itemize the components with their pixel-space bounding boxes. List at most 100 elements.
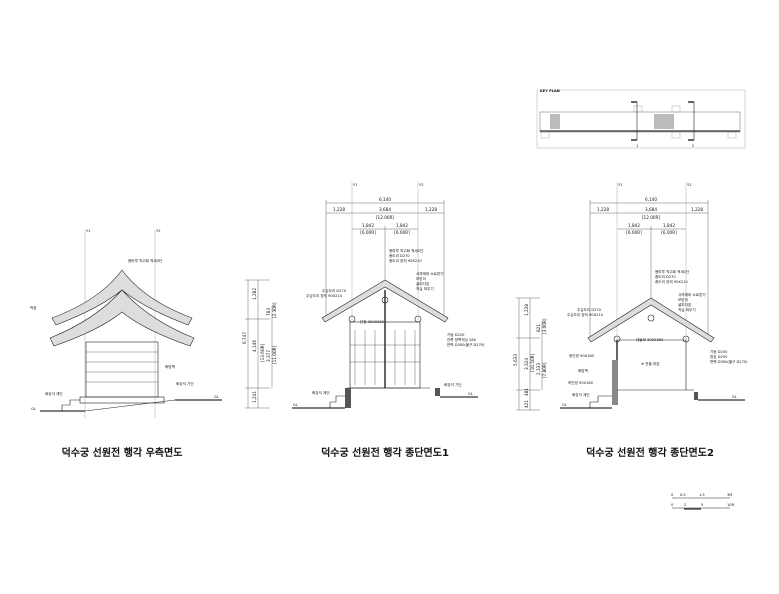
svg-text:10R: 10R: [727, 503, 735, 507]
svg-text:821: 821: [536, 324, 541, 332]
svg-text:주심도리 장혀 90X210: 주심도리 장혀 90X210: [567, 312, 604, 317]
svg-text:5,633: 5,633: [513, 354, 518, 366]
svg-text:3,684: 3,684: [645, 207, 657, 212]
svg-text:창호 D250: 창호 D250: [710, 354, 728, 359]
svg-text:화강석 기단: 화강석 기단: [444, 382, 462, 387]
svg-text:1,282: 1,282: [252, 288, 257, 300]
svg-text:굴피다짐: 굴피다짐: [416, 281, 429, 286]
svg-text:1,842: 1,842: [396, 223, 408, 228]
svg-text:0: 0: [671, 493, 674, 497]
svg-text:2: 2: [684, 503, 686, 507]
svg-text:서까래와 소로받기: 서까래와 소로받기: [416, 271, 444, 276]
drawing-title: 덕수궁 선원전 행각 우측면도: [62, 446, 183, 459]
svg-text:4,146: 4,146: [252, 340, 257, 352]
longitudinal-section-2-drawing: Y1 Y2 6,140 1,228 3,684 1,228 [12.00R] 1…: [513, 182, 748, 459]
svg-text:421: 421: [524, 400, 529, 408]
svg-text:GL: GL: [293, 403, 298, 407]
svg-text:기둥 D250: 기둥 D250: [710, 349, 728, 354]
svg-text:[2.30R]: [2.30R]: [272, 302, 277, 318]
svg-text:1,228: 1,228: [425, 207, 437, 212]
svg-text:2: 2: [692, 144, 694, 148]
svg-text:6,747: 6,747: [242, 332, 247, 344]
svg-text:착실 좌우기: 착실 좌우기: [416, 286, 434, 291]
svg-text:단청 300X390: 단청 300X390: [360, 319, 385, 324]
svg-text:GL: GL: [31, 407, 36, 411]
svg-text:주심도리 D270: 주심도리 D270: [322, 288, 347, 293]
svg-text:용마루 착고회 적새2단: 용마루 착고회 적새2단: [389, 248, 424, 253]
scale-bar: 0 0.5 1.5 3M 0 2 5 10R: [671, 493, 735, 510]
svg-text:481: 481: [524, 388, 529, 396]
svg-text:1,228: 1,228: [333, 207, 345, 212]
svg-text:굴피다짐: 굴피다짐: [678, 302, 691, 307]
svg-text:판벽 D300(물구 D270): 판벽 D300(물구 D270): [447, 342, 485, 347]
svg-text:보받이: 보받이: [678, 297, 688, 302]
svg-text:[6.00R]: [6.00R]: [394, 230, 410, 235]
svg-text:GL: GL: [214, 395, 219, 399]
axis-y1: Y1: [86, 229, 90, 233]
svg-text:GL: GL: [562, 403, 567, 407]
right-elevation-drawing: Y1 Y2 GL GL 용마루 착고회 적새3단 박공 화방벽 화강석 기단 화…: [30, 229, 222, 459]
svg-text:GL: GL: [468, 392, 473, 396]
svg-text:6,140: 6,140: [645, 197, 657, 202]
svg-text:종도리 장혀 90X210: 종도리 장혀 90X210: [655, 279, 688, 284]
svg-text:1.5: 1.5: [699, 493, 705, 497]
svg-text:주심도리 장혀 90X210: 주심도리 장혀 90X210: [306, 293, 343, 298]
svg-text:783: 783: [266, 308, 271, 316]
svg-text:1,842: 1,842: [362, 223, 374, 228]
section-mark-1: 1: [631, 101, 638, 148]
svg-text:1: 1: [636, 144, 638, 148]
svg-text:0.5: 0.5: [680, 493, 686, 497]
svg-text:안쪽 양쪽적심 280: 안쪽 양쪽적심 280: [447, 337, 477, 342]
svg-text:[7.80R]: [7.80R]: [542, 362, 547, 378]
key-plan: KEY PLAN 1 2: [536, 87, 746, 149]
svg-text:Y2: Y2: [687, 183, 691, 187]
svg-text:판벽 D300(물구 D270): 판벽 D300(물구 D270): [710, 359, 748, 364]
svg-text:GL: GL: [732, 395, 737, 399]
axis-y2: Y2: [156, 229, 160, 233]
svg-text:3M: 3M: [727, 493, 732, 497]
svg-text:※ 전돌 마감: ※ 전돌 마감: [641, 361, 660, 366]
svg-text:1,228: 1,228: [597, 207, 609, 212]
svg-text:[12.00R]: [12.00R]: [642, 215, 661, 220]
drawing-title: 덕수궁 선원전 행각 종단면도1: [321, 446, 449, 459]
svg-text:화강석 계단: 화강석 계단: [312, 390, 330, 395]
svg-text:3,324: 3,324: [524, 358, 529, 370]
svg-text:용마루 착고회 적새3단: 용마루 착고회 적새3단: [128, 258, 163, 263]
svg-text:화강석 계단: 화강석 계단: [45, 391, 63, 396]
svg-text:[12.00R]: [12.00R]: [376, 215, 395, 220]
svg-text:1,228: 1,228: [524, 304, 529, 316]
svg-text:용마루 착고회 적새1단: 용마루 착고회 적새1단: [655, 269, 690, 274]
svg-text:[6.00R]: [6.00R]: [360, 230, 376, 235]
svg-text:Y1: Y1: [353, 183, 357, 187]
svg-text:화방벽: 화방벽: [165, 364, 175, 369]
svg-text:박공: 박공: [30, 305, 37, 310]
svg-text:화방벽: 화방벽: [578, 368, 588, 373]
svg-text:2,333: 2,333: [536, 363, 541, 375]
svg-text:1,842: 1,842: [663, 223, 675, 228]
svg-text:6,140: 6,140: [379, 197, 391, 202]
svg-text:[11.00R]: [11.00R]: [272, 345, 277, 364]
key-plan-label: KEY PLAN: [540, 89, 560, 93]
svg-text:Y1: Y1: [618, 183, 622, 187]
svg-text:대들보 300X360: 대들보 300X360: [636, 337, 664, 342]
svg-text:기둥 D250: 기둥 D250: [447, 332, 465, 337]
svg-text:[10.50R]: [10.50R]: [530, 353, 535, 372]
svg-text:중인방 90X180: 중인방 90X180: [569, 353, 595, 358]
svg-text:[3.00R]: [3.00R]: [542, 318, 547, 334]
svg-text:화강석 기단: 화강석 기단: [176, 381, 194, 386]
svg-text:[13.60R]: [13.60R]: [260, 343, 265, 362]
svg-text:하인방 90X180: 하인방 90X180: [568, 380, 594, 385]
svg-text:서까래와 소로받기: 서까래와 소로받기: [678, 292, 706, 297]
svg-text:주심도리 D270: 주심도리 D270: [577, 307, 602, 312]
svg-text:Y2: Y2: [419, 183, 423, 187]
svg-text:보받이: 보받이: [416, 276, 426, 281]
svg-text:1,842: 1,842: [628, 223, 640, 228]
svg-text:[6.00R]: [6.00R]: [661, 230, 677, 235]
svg-text:[6.00R]: [6.00R]: [626, 230, 642, 235]
svg-text:5: 5: [701, 503, 703, 507]
svg-text:0: 0: [671, 503, 674, 507]
svg-text:1,241: 1,241: [252, 391, 257, 403]
longitudinal-section-1-drawing: Y1 Y2 6,140 1,228 3,684 1,228 [12.00R] 1…: [242, 182, 485, 459]
svg-text:화강석 계단: 화강석 계단: [572, 392, 590, 397]
